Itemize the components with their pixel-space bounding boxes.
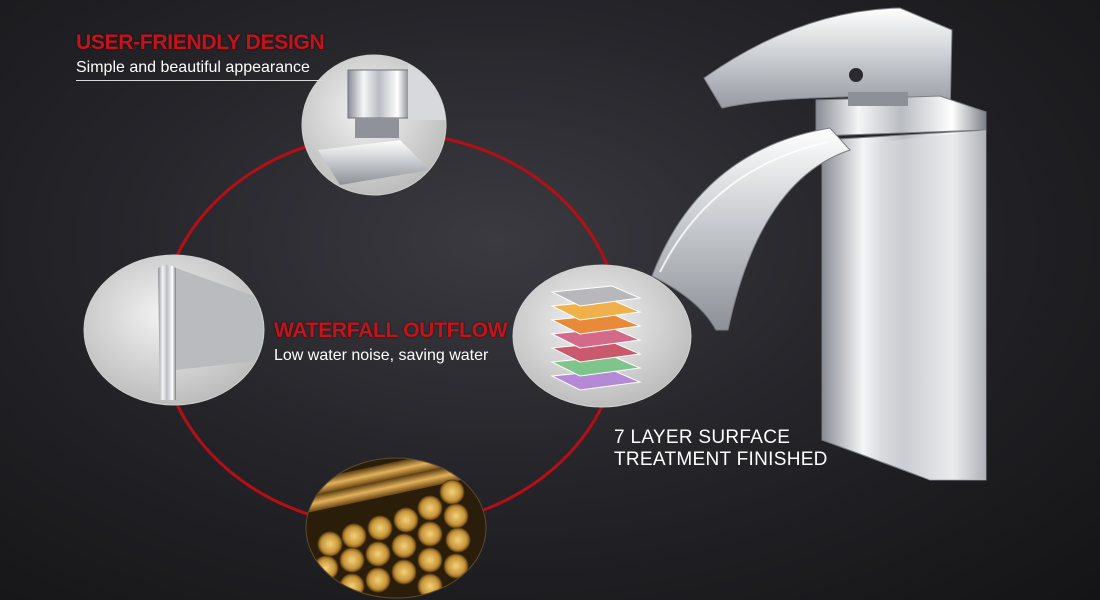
- user-friendly-design-callout: USER-FRIENDLY DESIGN Simple and beautifu…: [76, 31, 325, 81]
- callout-title: USER-FRIENDLY DESIGN: [76, 31, 325, 54]
- faucet-product-image: [651, 7, 987, 481]
- waterfall-outflow-callout: WATERFALL OUTFLOW Low water noise, savin…: [274, 319, 508, 365]
- callout-caption-line2: TREATMENT FINISHED: [614, 449, 828, 470]
- spout-detail-image: [84, 255, 264, 405]
- callout-subtitle: Low water noise, saving water: [274, 347, 489, 364]
- brass-rods-image: [306, 458, 486, 598]
- callout-subtitle: Simple and beautiful appearance: [76, 59, 310, 76]
- callout-underline: [76, 80, 325, 81]
- callout-caption-line1: 7 LAYER SURFACE: [614, 427, 791, 448]
- handle-detail-image: [302, 55, 446, 195]
- callout-title: WATERFALL OUTFLOW: [274, 319, 508, 342]
- surface-layers-image: [513, 265, 691, 407]
- surface-treatment-callout: 7 LAYER SURFACE TREATMENT FINISHED: [614, 427, 828, 471]
